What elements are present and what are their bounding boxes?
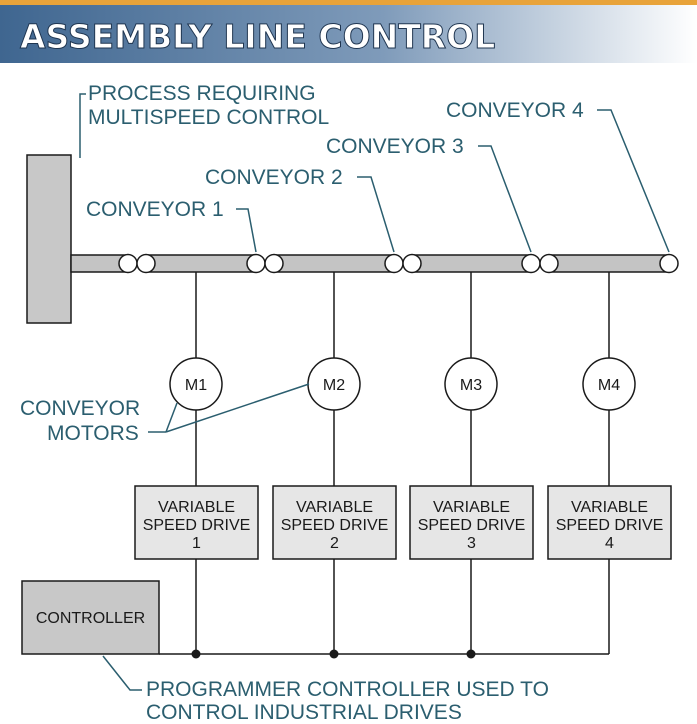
drive-3-line-3: 3 [467,535,476,552]
conveyor-4-leader [597,109,670,253]
conveyor-3 [402,253,541,274]
motor-3-label: M3 [460,377,482,394]
drive-4-line-3: 4 [605,535,614,552]
top-stripe [0,0,697,5]
motor-1-circle [169,357,223,411]
drive-4: VARIABLE SPEED DRIVE 4 [547,485,672,560]
conveyor-4-belt [548,254,670,273]
conveyor-3-roller-left [402,253,422,274]
conveyor-1 [118,253,266,274]
drive-1-line-2: SPEED DRIVE [143,517,251,534]
conveyor-2 [264,253,404,274]
controller-box [21,580,160,655]
junction-2 [329,649,339,659]
conveyor-2-roller-right [384,253,404,274]
conveyor-2-belt [273,254,395,273]
drive-4-line-2: SPEED DRIVE [556,517,664,534]
drive-4-line-1: VARIABLE [571,499,648,516]
process-block [26,154,72,324]
junction-3 [466,649,476,659]
conveyor-2-roller-left [264,253,284,274]
conveyor-stub [70,254,127,273]
controller-callout-leader [102,655,142,691]
motor-1: M1 [169,357,223,411]
drive-1-line-1: VARIABLE [158,499,235,516]
motors-callout-line-2: MOTORS [47,422,139,445]
process-label-line-1: PROCESS REQUIRING [88,82,316,105]
drive-3: VARIABLE SPEED DRIVE 3 [409,485,534,560]
motor-2: M2 [307,357,361,411]
motor-4: M4 [582,357,636,411]
controller-callout-line-1: PROGRAMMER CONTROLLER USED TO [146,678,549,701]
conveyor-3-roller-right [521,253,541,274]
conveyor-3-leader [478,145,532,253]
drive-1: VARIABLE SPEED DRIVE 1 [134,485,259,560]
motors-leader-1 [165,402,178,433]
conveyor-1-leader [236,208,257,253]
drive-1-line-3: 1 [192,535,201,552]
motor-4-label: M4 [598,377,620,394]
conveyor-1-roller-left-2 [136,253,156,274]
drive-shafts [195,272,610,654]
motor-4-circle [582,357,636,411]
junction-1 [191,649,201,659]
drive-2-box [272,485,397,560]
controller-label: CONTROLLER [36,610,145,627]
title-band [0,5,697,63]
motors-leader-2 [165,383,310,433]
process-callout-leader [79,93,86,158]
drive-1-box [134,485,259,560]
process-label-line-2: MULTISPEED CONTROL [88,106,329,129]
conveyor-1-roller-right [246,253,266,274]
conveyor-1-label: CONVEYOR 1 [86,198,224,221]
bus-junctions [191,649,476,659]
conveyor-4 [539,253,679,274]
conveyor-3-label: CONVEYOR 3 [326,135,464,158]
drive-2-line-1: VARIABLE [296,499,373,516]
motor-3: M3 [444,357,498,411]
conveyor-4-label: CONVEYOR 4 [446,99,584,122]
conveyor-4-roller-right [659,253,679,274]
motor-2-label: M2 [323,377,345,394]
controller-callout-line-2: CONTROL INDUSTRIAL DRIVES [146,701,462,724]
motors-callout-line-1: CONVEYOR [20,397,140,420]
drive-3-line-2: SPEED DRIVE [418,517,526,534]
drive-3-line-1: VARIABLE [433,499,510,516]
drive-2: VARIABLE SPEED DRIVE 2 [272,485,397,560]
motor-3-circle [444,357,498,411]
conveyor-2-leader [357,176,395,253]
conveyor-4-roller-left [539,253,559,274]
conveyor-1-roller-left [118,253,138,274]
conveyor-1-belt [145,254,257,273]
conveyor-2-label: CONVEYOR 2 [205,166,343,189]
conveyor-3-belt [411,254,532,273]
drive-4-box [547,485,672,560]
drive-2-line-2: SPEED DRIVE [281,517,389,534]
drive-3-box [409,485,534,560]
motor-1-label: M1 [185,377,207,394]
page-title: ASSEMBLY LINE CONTROL [20,17,495,56]
drive-2-line-3: 2 [330,535,339,552]
